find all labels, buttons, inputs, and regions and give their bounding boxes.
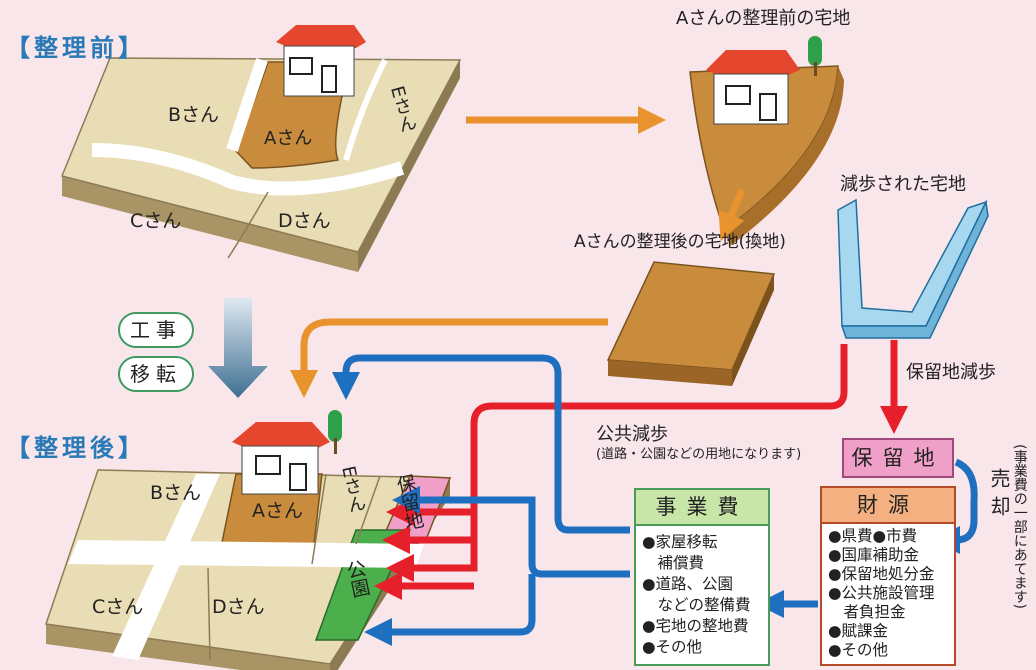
- before-lot-d-label: Dさん: [278, 210, 331, 232]
- project-cost-item: ●宅地の整地費: [642, 617, 749, 635]
- funding-item: ●賦課金: [828, 622, 889, 640]
- project-cost-item: ●道路、公園: [642, 575, 734, 593]
- after-lot-d-label: Dさん: [212, 596, 265, 618]
- before-land-block: [60, 25, 462, 272]
- after-lot-c-label: Cさん: [92, 596, 144, 618]
- a-before-title: Aさんの整理前の宅地: [676, 8, 851, 29]
- sale-note: (事業費の一部にあてます): [1011, 444, 1028, 609]
- public-reduction-label: 公共減歩: [596, 424, 668, 445]
- a-before-lot-graphic: [689, 36, 844, 246]
- before-road: [226, 58, 268, 152]
- project-cost-item: 補償費: [642, 554, 705, 572]
- after-house-icon: [232, 410, 342, 495]
- reduced-land-strip: [837, 198, 989, 339]
- after-header: 【整理後】: [6, 434, 146, 462]
- blue-arrows: [332, 354, 978, 646]
- public-reduction-note: (道路・公園などの用地になります): [596, 447, 802, 462]
- project-cost-item: ●家屋移転: [642, 533, 718, 551]
- before-header: 【整理前】: [6, 34, 146, 62]
- process-down-arrow: [208, 298, 268, 398]
- funding-item: ●国庫補助金: [828, 546, 920, 564]
- after-lot-b-label: Bさん: [150, 482, 202, 504]
- funding-item: 者負担金: [828, 603, 906, 621]
- after-lot-a-label: Aさん: [252, 500, 303, 522]
- reduced-land-title: 減歩された宅地: [840, 174, 966, 195]
- project-cost-box: 事業費 ●家屋移転 補償費 ●道路、公園 などの整備費 ●宅地の整地費 ●その他: [634, 488, 770, 666]
- a-after-title: Aさんの整理後の宅地(換地): [574, 232, 786, 252]
- funding-box: 財源 ●県費●市費 ●国庫補助金 ●保留地処分金 ●公共施設管理 者負担金 ●賦…: [820, 486, 956, 666]
- before-house-icon: [276, 25, 366, 97]
- funding-item: ●公共施設管理: [828, 584, 935, 602]
- before-lot-c-label: Cさん: [130, 210, 182, 232]
- relocation-pill: 移転: [118, 356, 194, 392]
- funding-item: ●その他: [828, 641, 889, 659]
- reserve-reduction-label: 保留地減歩: [906, 362, 996, 383]
- before-lot-b-label: Bさん: [168, 104, 220, 126]
- construction-pill: 工事: [118, 312, 194, 348]
- project-cost-item: などの整備費: [642, 596, 751, 614]
- reserve-land-box: 保留地: [842, 438, 954, 478]
- a-after-lot-graphic: [606, 261, 776, 386]
- funding-item: ●県費●市費: [828, 527, 918, 545]
- project-cost-title: 事業費: [636, 490, 768, 526]
- sale-label: 売却: [987, 468, 1011, 524]
- after-road: [68, 540, 424, 568]
- before-lot-a-label: Aさん: [264, 128, 313, 149]
- orange-arrows: [290, 106, 746, 398]
- project-cost-item: ●その他: [642, 638, 703, 656]
- funding-title: 財源: [822, 488, 954, 524]
- funding-item: ●保留地処分金: [828, 565, 935, 583]
